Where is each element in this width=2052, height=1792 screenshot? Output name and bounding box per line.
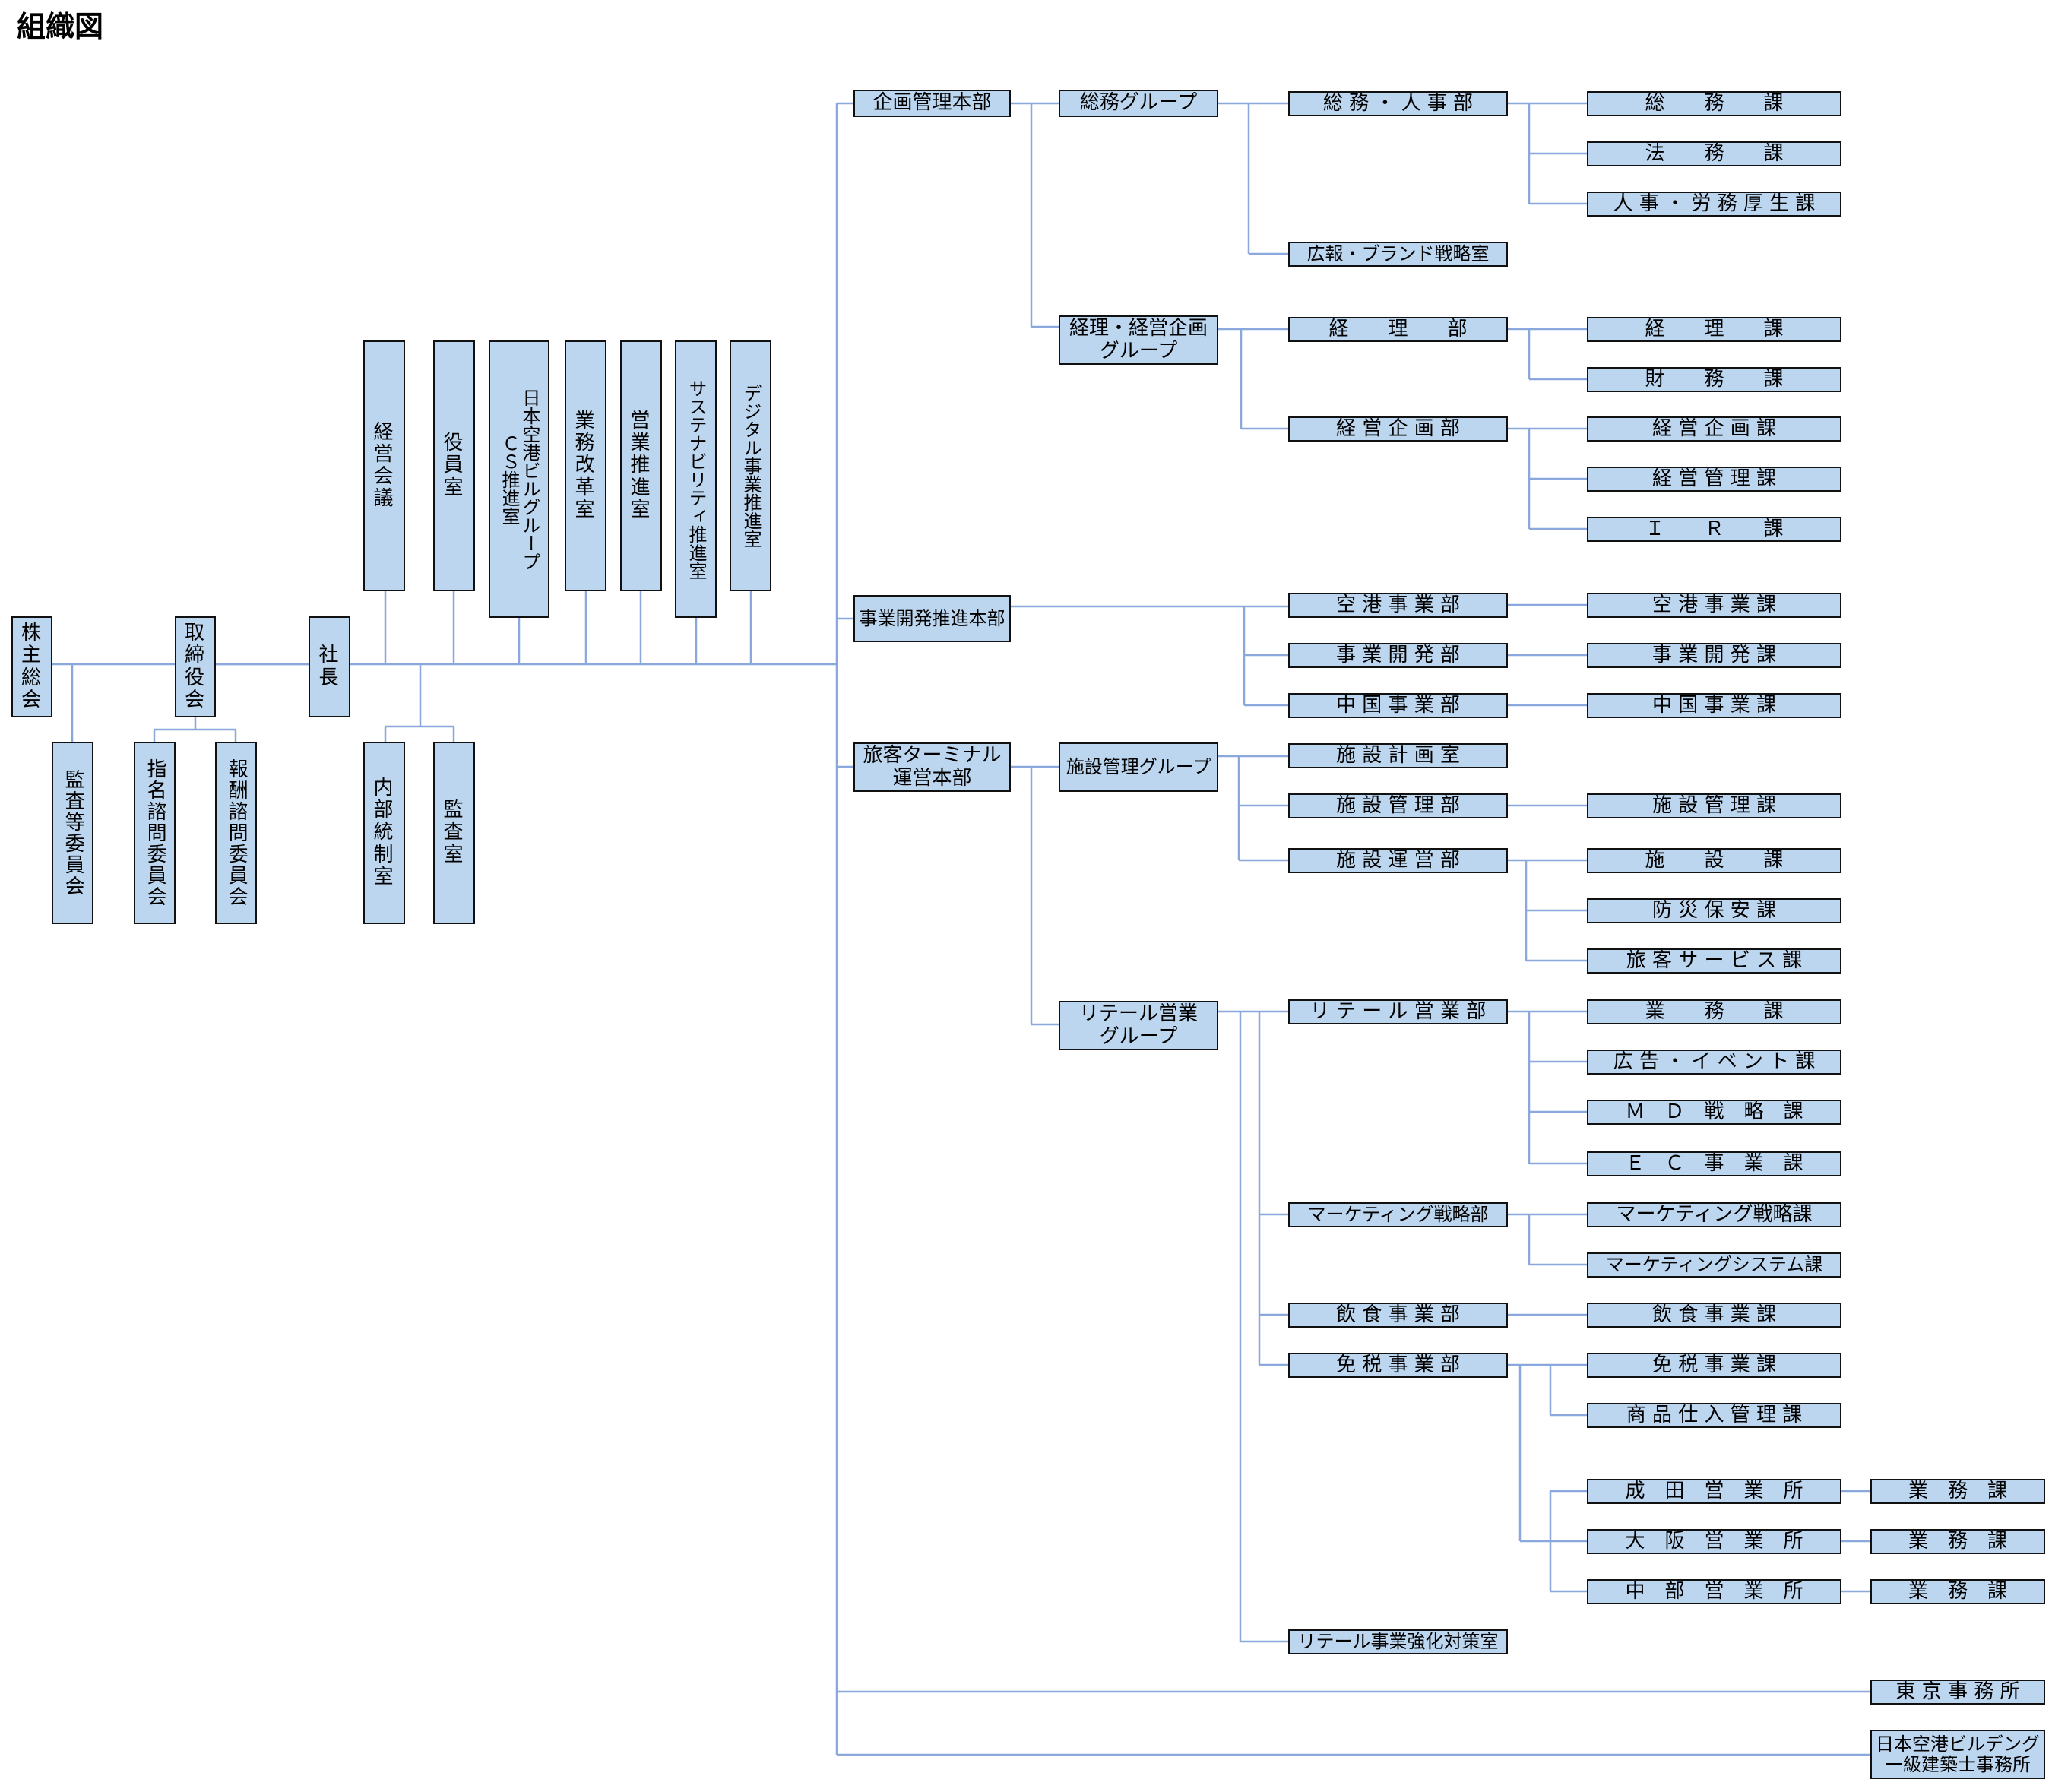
- box-osaka-gyomu: 業 務 課: [1870, 1529, 2045, 1554]
- box-kabunushi: 株 主 総 会: [11, 616, 52, 717]
- box-kansatou: 監査等委員会: [52, 742, 93, 924]
- box-menzei-bu: 免 税 事 業 部: [1288, 1353, 1508, 1378]
- box-jinji-romu-ka: 人 事 ・ 労 務 厚 生 課: [1587, 192, 1841, 217]
- box-marketing-system-ka: マーケティングシステム課: [1587, 1252, 1841, 1278]
- box-shisetsu-unei-bu: 施 設 運 営 部: [1288, 848, 1508, 873]
- box-somu-group: 総務グループ: [1059, 90, 1218, 117]
- box-naibu-tosei: 内 部 統 制 室: [363, 742, 405, 924]
- box-marketing-bu: マーケティング戦略部: [1288, 1202, 1508, 1227]
- box-gyomu-kaikaku: 業 務 改 革 室: [565, 340, 606, 591]
- box-shisetsu-kanri-bu: 施 設 管 理 部: [1288, 793, 1508, 818]
- box-chubu: 中 部 営 業 所: [1587, 1579, 1841, 1604]
- box-ryokyaku-service-ka: 旅 客 サ ー ビ ス 課: [1587, 948, 1841, 974]
- box-ec-ka: Ｅ Ｃ 事 業 課: [1587, 1151, 1841, 1176]
- box-retail-kyoka: リテール事業強化対策室: [1288, 1629, 1508, 1654]
- box-ryokyaku-honbu: 旅客ターミナル 運営本部: [853, 742, 1011, 792]
- box-keiei-kikaku-ka: 経 営 企 画 課: [1587, 416, 1841, 442]
- box-chugoku-jigyo-ka: 中 国 事 業 課: [1587, 693, 1841, 718]
- box-somu-ka: 総 務 課: [1587, 91, 1841, 116]
- box-somu-jinji-bu: 総 務 ・ 人 事 部: [1288, 91, 1508, 116]
- box-hoshu: 報酬諮問委員会: [215, 742, 257, 924]
- box-shisetsu-kanri-ka: 施 設 管 理 課: [1587, 793, 1841, 818]
- box-kokoku-ka: 広 告 ・ イ ベ ン ト 課: [1587, 1050, 1841, 1075]
- box-osaka: 大 阪 営 業 所: [1587, 1529, 1841, 1554]
- box-kuko-jigyo-bu: 空 港 事 業 部: [1288, 593, 1508, 618]
- box-narita-gyomu: 業 務 課: [1870, 1479, 2045, 1504]
- box-chubu-gyomu: 業 務 課: [1870, 1579, 2045, 1604]
- box-md-ka: Ｍ Ｄ 戦 略 課: [1587, 1100, 1841, 1125]
- box-keiei-kaigi: 経 営 会 議: [363, 340, 405, 591]
- box-keiri-ka: 経 理 課: [1587, 317, 1841, 342]
- box-zaimu-ka: 財 務 課: [1587, 367, 1841, 392]
- box-yakuin: 役 員 室: [433, 340, 475, 591]
- box-inshoku-ka: 飲 食 事 業 課: [1587, 1303, 1841, 1328]
- box-kansa: 監 査 室: [433, 742, 475, 924]
- box-kikaku-honbu: 企画管理本部: [853, 90, 1011, 117]
- box-shisetsu-group: 施設管理グループ: [1059, 742, 1218, 792]
- box-keiei-kanri-ka: 経 営 管 理 課: [1587, 467, 1841, 492]
- box-gyomu-ka: 業 務 課: [1587, 999, 1841, 1024]
- box-kuko-jigyo-ka: 空 港 事 業 課: [1587, 593, 1841, 618]
- page-title: 組織図: [17, 10, 104, 43]
- box-retail-group: リテール営業 グループ: [1059, 1001, 1218, 1050]
- box-chugoku-jigyo-bu: 中 国 事 業 部: [1288, 693, 1508, 718]
- box-menzei-ka: 免 税 事 業 課: [1587, 1353, 1841, 1378]
- box-torishimari: 取 締 役 会: [175, 616, 216, 717]
- box-cs-suishin: 日本空港ビルグループ ＣＳ推進室: [489, 340, 549, 618]
- box-keiei-kikaku-bu: 経 営 企 画 部: [1288, 416, 1508, 442]
- box-marketing-ka: マーケティング戦略課: [1587, 1202, 1841, 1227]
- box-narita: 成 田 営 業 所: [1587, 1479, 1841, 1504]
- box-digital: デジタル事業推進室: [730, 340, 771, 591]
- box-jigyo-kaihatsu-ka: 事 業 開 発 課: [1587, 643, 1841, 668]
- box-shisetsu-keikaku: 施 設 計 画 室: [1288, 743, 1508, 768]
- box-inshoku-bu: 飲 食 事 業 部: [1288, 1303, 1508, 1328]
- box-shisetsu-ka: 施 設 課: [1587, 848, 1841, 873]
- box-jigyo-kaihatsu-honbu: 事業開発推進本部: [853, 595, 1011, 642]
- box-shohin-ka: 商 品 仕 入 管 理 課: [1587, 1403, 1841, 1428]
- box-eigyo-suishin: 営 業 推 進 室: [620, 340, 662, 591]
- box-jigyo-kaihatsu-bu: 事 業 開 発 部: [1288, 643, 1508, 668]
- box-bosai-ka: 防 災 保 安 課: [1587, 898, 1841, 923]
- box-homu-ka: 法 務 課: [1587, 141, 1841, 166]
- box-retail-eigyo-bu: リ テ ー ル 営 業 部: [1288, 999, 1508, 1024]
- box-ir-ka: Ｉ Ｒ 課: [1587, 517, 1841, 542]
- box-keiri-bu: 経 理 部: [1288, 317, 1508, 342]
- box-sustainability: サステナビリティ推進室: [675, 340, 717, 618]
- box-shimei: 指名諮問委員会: [134, 742, 176, 924]
- box-koho: 広報・ブランド戦略室: [1288, 242, 1508, 267]
- box-shacho: 社 長: [309, 616, 350, 717]
- box-tokyo-jimusho: 東 京 事 務 所: [1870, 1680, 2045, 1705]
- box-kenchikushi-jimusho: 日本空港ビルデング 一級建築士事務所: [1870, 1730, 2045, 1779]
- box-keiri-group: 経理・経営企画 グループ: [1059, 315, 1218, 365]
